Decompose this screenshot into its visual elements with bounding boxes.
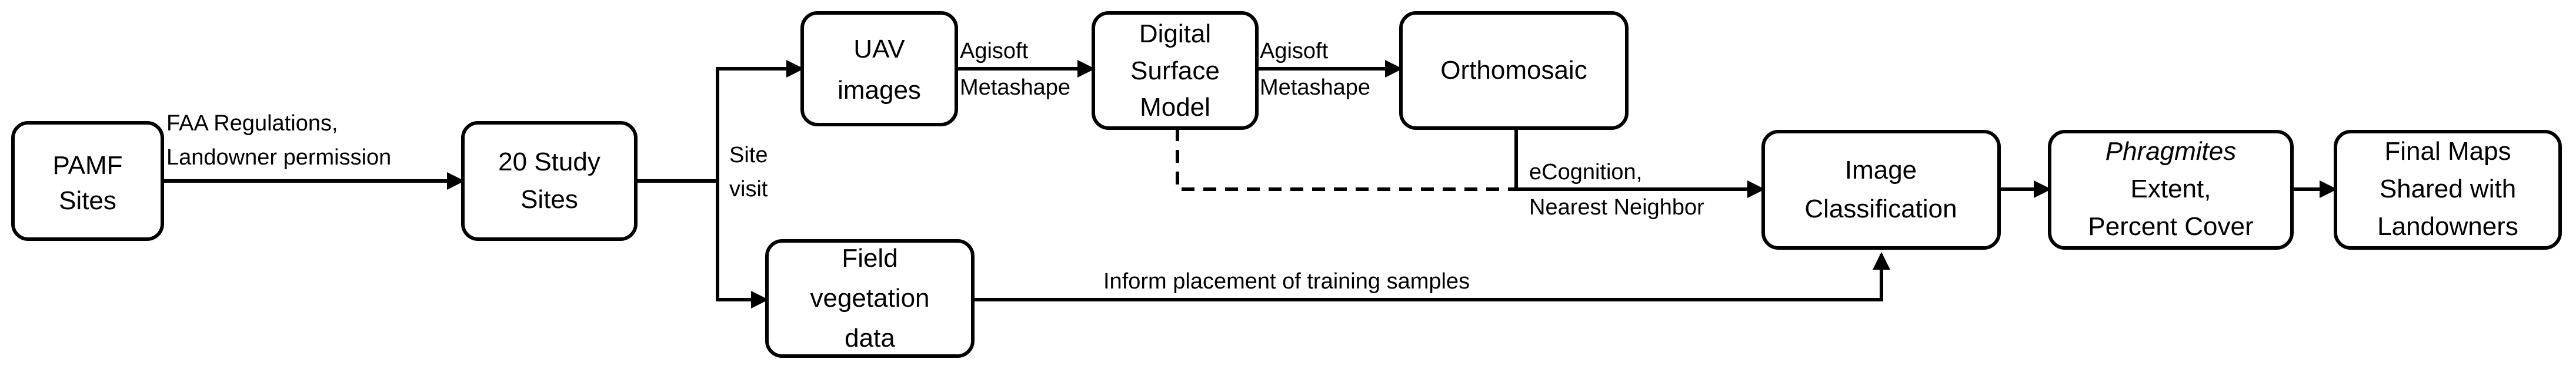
edge-label: FAA Regulations,: [166, 111, 338, 136]
node-label: Shared with: [2380, 175, 2516, 203]
node-label: PAMF: [53, 151, 123, 180]
edge-label-training: Inform placement of training samples: [1103, 269, 1470, 294]
node-label: Model: [1140, 93, 1210, 122]
node-final-maps: Final Maps Shared with Landowners: [2334, 130, 2562, 250]
arrow-field-to-classification: [973, 252, 1890, 301]
edge-label-agisoft-2: Agisoft Metashape: [1260, 39, 1370, 100]
node-image-classification: Image Classification: [1761, 130, 2001, 250]
node-field-vegetation-data: Field vegetation data: [765, 239, 975, 358]
node-label: Orthomosaic: [1440, 56, 1587, 85]
edge-label: Landowner permission: [166, 145, 391, 170]
node-image-classification-box: [1761, 130, 2001, 250]
node-label: Field: [842, 244, 897, 273]
node-field-vegetation-data-box: [765, 239, 975, 358]
dashed-line-dsm-to-classification: [1176, 128, 1516, 191]
node-uav-images: UAV images: [800, 11, 958, 126]
connectors: [162, 60, 2337, 308]
edge-label-agisoft-1: Agisoft Metashape: [960, 39, 1070, 100]
arrow-study-sites-to-uav: [636, 60, 804, 183]
node-study-sites-box: [461, 121, 638, 241]
arrow-orthomosaic-to-classification: [1514, 128, 1765, 198]
node-digital-surface-model: Digital Surface Model: [1092, 11, 1259, 130]
edge-label-ecognition: eCognition, Nearest Neighbor: [1529, 160, 1704, 220]
edge-label: eCognition,: [1529, 160, 1642, 184]
node-orthomosaic: Orthomosaic: [1399, 11, 1629, 130]
node-label: Classification: [1804, 194, 1957, 223]
node-label: images: [837, 76, 921, 105]
edge-label: Metashape: [1260, 75, 1370, 100]
node-label: Landowners: [2377, 212, 2518, 241]
node-uav-images-box: [800, 11, 958, 126]
node-label: Sites: [59, 186, 116, 215]
node-digital-surface-model-box: [1092, 11, 1259, 130]
edge-label: Site: [729, 143, 768, 167]
edge-label: Metashape: [960, 75, 1070, 100]
node-phragmites-extent: Phragmites Extent, Percent Cover: [2048, 130, 2294, 250]
node-phragmites-extent-box: [2048, 130, 2294, 250]
node-label: vegetation: [810, 284, 929, 313]
node-pamf-sites-box: [11, 121, 164, 241]
node-label: Image: [1845, 156, 1917, 184]
node-label: Final Maps: [2384, 137, 2511, 166]
node-pamf-sites: PAMF Sites: [11, 121, 164, 241]
node-study-sites: 20 Study Sites: [461, 121, 638, 241]
edge-label: Inform placement of training samples: [1103, 269, 1470, 294]
edge-label: Agisoft: [960, 39, 1029, 63]
node-label: Digital: [1139, 19, 1211, 48]
arrow-study-sites-to-field: [716, 181, 769, 308]
node-label: Sites: [520, 185, 578, 214]
node-label: Phragmites: [2105, 137, 2237, 166]
node-label: UAV: [853, 35, 905, 63]
node-label: data: [845, 324, 895, 353]
edge-label-site-visit: Site visit: [729, 143, 768, 202]
node-label: Surface: [1130, 56, 1220, 85]
node-orthomosaic-box: [1399, 11, 1629, 130]
node-label: 20 Study: [498, 147, 600, 176]
edge-label: Agisoft: [1260, 39, 1329, 63]
node-final-maps-box: [2334, 130, 2562, 250]
edge-label: Nearest Neighbor: [1529, 195, 1704, 220]
edge-label: visit: [729, 177, 768, 202]
edge-label-faa: FAA Regulations, Landowner permission: [166, 111, 391, 170]
node-label: Extent,: [2131, 175, 2211, 203]
node-label: Percent Cover: [2088, 212, 2253, 241]
